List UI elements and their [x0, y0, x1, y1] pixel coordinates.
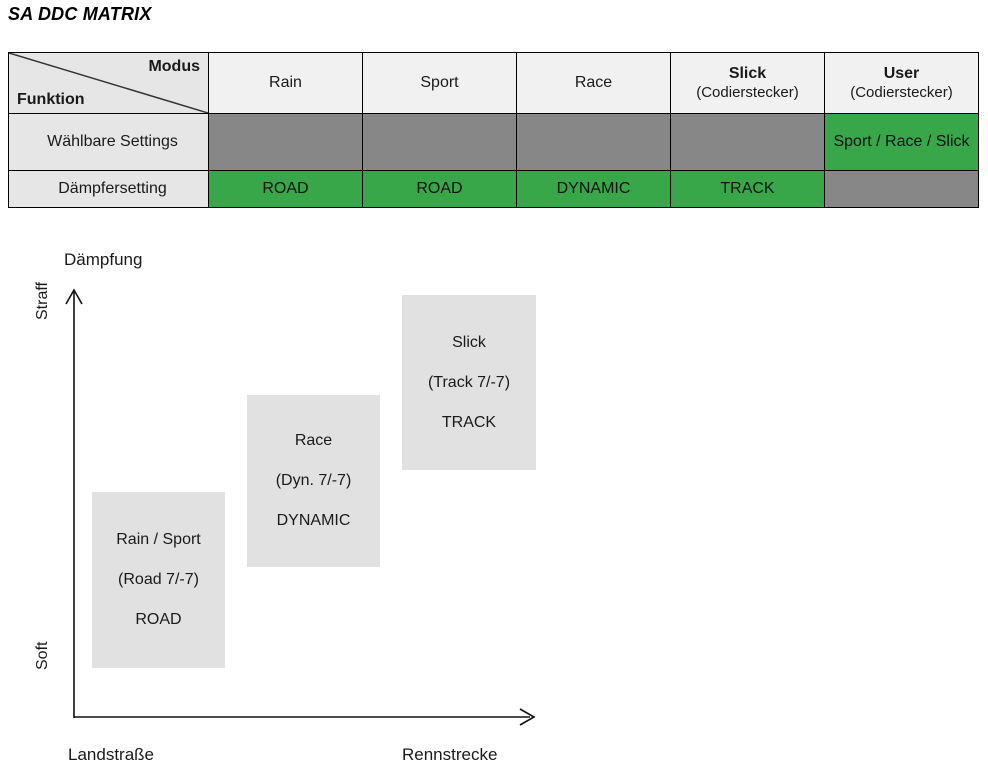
diagram-box-rain-sport-name: Rain / Sport	[116, 531, 201, 548]
matrix-table-container: Modus Funktion Rain Sport Race Slick	[8, 52, 979, 208]
matrix-table: Modus Funktion Rain Sport Race Slick	[8, 52, 979, 208]
column-header-slick-sub: (Codierstecker)	[696, 83, 799, 101]
y-axis-tick-soft: Soft	[34, 641, 51, 670]
corner-header-cell: Modus Funktion	[8, 52, 209, 114]
row-label-waehlbare-settings: Wählbare Settings	[8, 113, 209, 171]
x-axis-tick-rennstrecke: Rennstrecke	[402, 745, 498, 764]
table-header-row: Modus Funktion Rain Sport Race Slick	[8, 52, 979, 114]
table-row-daempfersetting: Dämpfersetting ROAD ROAD DYNAMIC TRACK	[8, 170, 979, 208]
cell-damper-race-text: DYNAMIC	[556, 179, 631, 197]
cell-damper-slick: TRACK	[670, 170, 825, 208]
cell-damper-rain: ROAD	[208, 170, 363, 208]
cell-settings-user: Sport / Race / Slick	[824, 113, 979, 171]
y-axis-arrow-icon	[65, 288, 83, 305]
damping-diagram: Dämpfung Straff Soft Landstraße Rennstre…	[0, 240, 988, 782]
y-axis-tick-straff: Straff	[34, 282, 51, 320]
column-header-rain: Rain	[208, 52, 363, 114]
cell-settings-user-text: Sport / Race / Slick	[833, 132, 970, 150]
diagram-axes	[65, 288, 536, 726]
column-header-user-sub: (Codierstecker)	[850, 83, 953, 101]
diagram-box-race: Race (Dyn. 7/-7) DYNAMIC	[247, 395, 380, 567]
diagram-box-rain-sport-damper: ROAD	[135, 611, 182, 628]
diagram-box-slick-name: Slick	[452, 333, 486, 351]
x-axis-arrow-icon	[519, 708, 536, 726]
diagram-box-slick: Slick (Track 7/-7) TRACK	[402, 295, 536, 470]
cell-damper-race: DYNAMIC	[516, 170, 671, 208]
diagram-box-rain-sport-setting: (Road 7/-7)	[118, 571, 199, 588]
x-axis-tick-landstrasse: Landstraße	[68, 745, 154, 764]
column-header-race-name: Race	[574, 73, 613, 91]
diagram-box-race-name: Race	[294, 432, 333, 449]
column-header-sport: Sport	[362, 52, 517, 114]
column-header-race: Race	[516, 52, 671, 114]
table-row-waehlbare-settings: Wählbare Settings Sport / Race / Slick	[8, 113, 979, 171]
corner-modus-label: Modus	[148, 58, 200, 75]
diagram-box-race-setting: (Dyn. 7/-7)	[275, 472, 352, 489]
column-header-slick: Slick (Codierstecker)	[670, 52, 825, 114]
diagonal-divider-icon	[9, 53, 208, 113]
column-header-user: User (Codierstecker)	[824, 52, 979, 114]
column-header-rain-name: Rain	[269, 73, 302, 91]
cell-damper-slick-text: TRACK	[720, 179, 775, 197]
row-label-daempfersetting: Dämpfersetting	[8, 170, 209, 208]
column-header-user-name: User	[883, 64, 920, 82]
cell-damper-sport: ROAD	[362, 170, 517, 208]
cell-damper-rain-text: ROAD	[262, 179, 309, 197]
cell-settings-sport	[362, 113, 517, 171]
column-header-slick-name: Slick	[728, 64, 767, 82]
cell-settings-race	[516, 113, 671, 171]
cell-settings-slick	[670, 113, 825, 171]
corner-funktion-label: Funktion	[17, 91, 85, 108]
page-title: SA DDC MATRIX	[8, 4, 152, 24]
diagram-box-rain-sport: Rain / Sport (Road 7/-7) ROAD	[92, 492, 225, 668]
y-axis-title: Dämpfung	[64, 250, 143, 269]
diagram-box-slick-setting: (Track 7/-7)	[427, 373, 511, 391]
cell-settings-rain	[208, 113, 363, 171]
diagram-box-race-damper: DYNAMIC	[276, 512, 351, 529]
cell-damper-user	[824, 170, 979, 208]
column-header-sport-name: Sport	[420, 73, 459, 91]
diagram-box-slick-damper: TRACK	[441, 413, 497, 431]
cell-damper-sport-text: ROAD	[416, 179, 463, 197]
